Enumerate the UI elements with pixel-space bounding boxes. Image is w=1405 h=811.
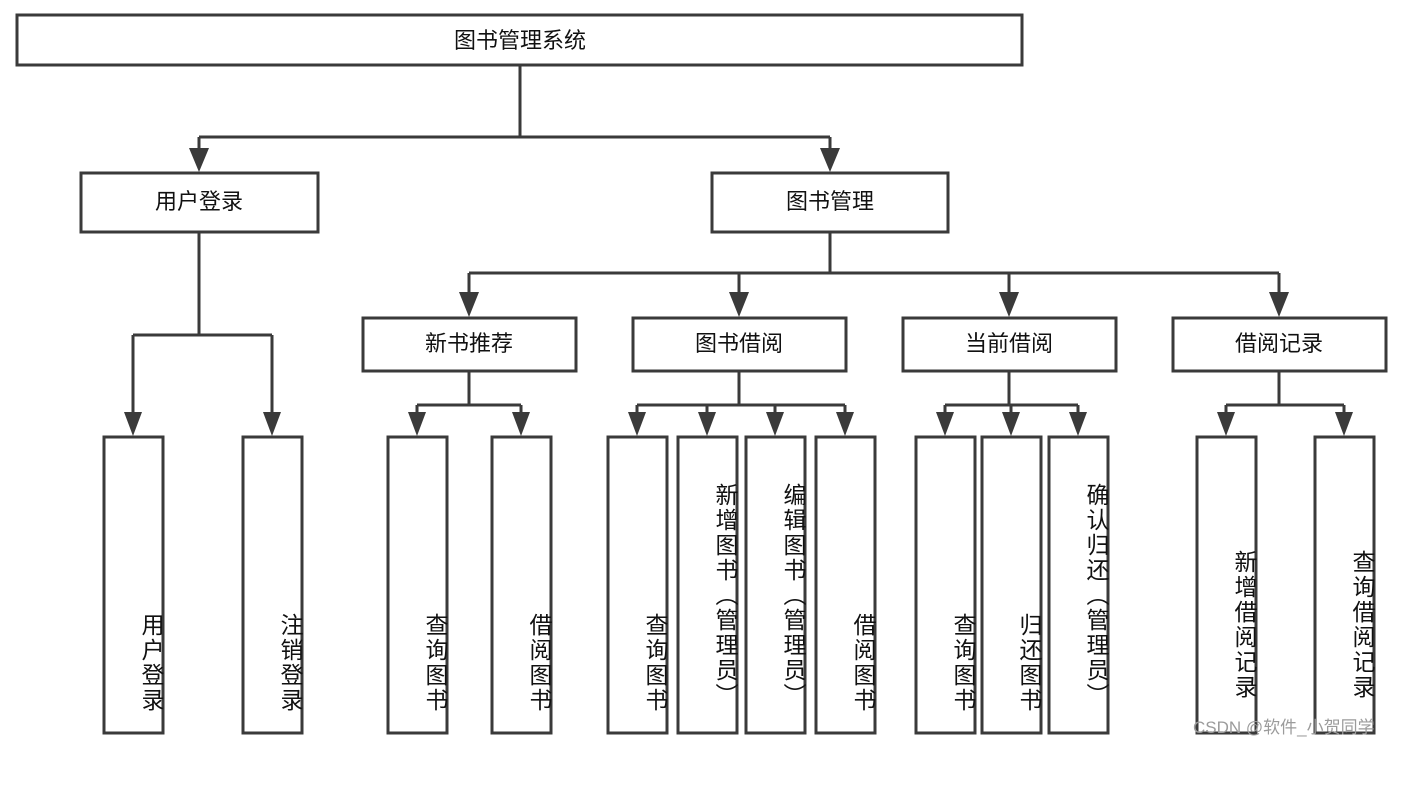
arrowhead-current-borrow (999, 292, 1019, 317)
node-borrow-record[interactable] (1171, 316, 1388, 373)
node-leaf-add-borrow-record[interactable] (1195, 435, 1258, 735)
node-group: 图书管理系统 用户登录 图书管理 新书推荐 图书借阅 当前借阅 借阅记录 (15, 13, 1388, 735)
node-leaf-query-book-1[interactable] (386, 435, 449, 735)
node-leaf-user-login[interactable] (102, 435, 165, 735)
node-root-label: 图书管理系统 (454, 28, 586, 53)
node-book-borrow-label: 图书借阅 (695, 331, 783, 356)
node-leaf-return-book[interactable] (980, 435, 1043, 735)
arrowhead-leaf-edit-book (766, 412, 784, 436)
arrowhead-user-login (189, 148, 209, 172)
node-borrow-record-label: 借阅记录 (1235, 331, 1323, 356)
node-book-borrow[interactable] (631, 316, 848, 373)
node-leaf-add-book[interactable] (676, 435, 739, 735)
arrowhead-borrow-record (1269, 292, 1289, 317)
node-leaf-edit-book[interactable] (744, 435, 807, 735)
arrowhead-leaf-query-book-2 (628, 412, 646, 436)
arrowhead-leaf-borrow-book-2 (836, 412, 854, 436)
csdn-watermark: CSDN @软件_小贺同学 (1193, 718, 1375, 737)
diagram-canvas: 图书管理系统 用户登录 图书管理 新书推荐 图书借阅 当前借阅 借阅记录 (15, 13, 1388, 735)
node-leaf-user-logout[interactable] (241, 435, 304, 735)
node-book-management-label: 图书管理 (786, 189, 874, 214)
diagram-root: 图书管理系统 用户登录 图书管理 新书推荐 图书借阅 当前借阅 借阅记录 (15, 13, 1388, 737)
arrowhead-leaf-query-book-3 (936, 412, 954, 436)
node-book-management[interactable] (710, 171, 950, 234)
node-current-borrow-label: 当前借阅 (965, 331, 1053, 356)
node-leaf-borrow-book-2[interactable] (814, 435, 877, 735)
arrowhead-group (124, 148, 1353, 436)
arrowhead-new-book-recommend (459, 292, 479, 317)
arrowhead-leaf-query-book-1 (408, 412, 426, 436)
node-leaf-query-borrow-record[interactable] (1313, 435, 1376, 735)
node-leaf-confirm-return[interactable] (1047, 435, 1110, 735)
arrowhead-leaf-add-borrow-record (1217, 412, 1235, 436)
node-current-borrow[interactable] (901, 316, 1118, 373)
arrowhead-leaf-add-book (698, 412, 716, 436)
arrowhead-leaf-borrow-book-1 (512, 412, 530, 436)
node-new-book-recommend-label: 新书推荐 (425, 331, 513, 356)
arrowhead-leaf-return-book (1002, 412, 1020, 436)
node-leaf-borrow-book-1[interactable] (490, 435, 553, 735)
arrowhead-book-management (820, 148, 840, 172)
node-new-book-recommend[interactable] (361, 316, 578, 373)
node-leaf-query-book-2[interactable] (606, 435, 669, 735)
arrowhead-leaf-query-borrow-record (1335, 412, 1353, 436)
node-root[interactable] (15, 13, 1024, 67)
arrowhead-leaf-user-logout (263, 412, 281, 436)
node-user-login-label: 用户登录 (155, 189, 243, 214)
node-leaf-query-book-3[interactable] (914, 435, 977, 735)
arrowhead-leaf-user-login (124, 412, 142, 436)
arrowhead-leaf-confirm-return (1069, 412, 1087, 436)
node-user-login[interactable] (79, 171, 320, 234)
arrowhead-book-borrow (729, 292, 749, 317)
